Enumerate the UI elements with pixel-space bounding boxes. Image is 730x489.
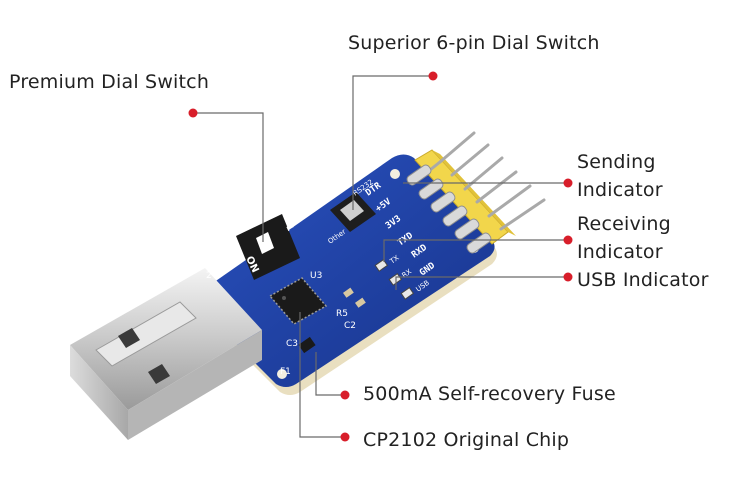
callout-dot-icon [340, 432, 350, 442]
premium-dial-switch: ON 1 [236, 214, 300, 280]
callout-receiving-indicator: Receiving Indicator [577, 213, 671, 263]
callout-dot-icon [340, 390, 350, 400]
mounting-hole-icon [390, 169, 400, 179]
leader-lines [193, 75, 568, 438]
led-tx [374, 258, 389, 272]
callout-chip: CP2102 Original Chip [363, 429, 570, 451]
callout-dot-icon [563, 235, 573, 245]
leader-fuse [315, 352, 345, 396]
callout-dot-icon [563, 178, 573, 188]
mounting-hole-icon [277, 369, 287, 379]
callout-dot-icon [563, 272, 573, 282]
leader-superior-switch [352, 75, 433, 210]
leader-chip [299, 312, 345, 438]
label-2: 2 [206, 271, 212, 281]
callout-dot-icon [188, 108, 198, 118]
usb-contact-slot [148, 364, 170, 384]
fuse-component [298, 336, 316, 354]
usb-connector [70, 268, 262, 440]
label-c2: C2 [344, 321, 356, 331]
cp2102-chip [268, 277, 328, 325]
label-u3: U3 [310, 271, 322, 281]
usb-contact-slot [118, 328, 140, 348]
label-f1: F1 [280, 367, 291, 377]
leader-premium-switch [193, 112, 264, 242]
callout-usb-indicator: USB Indicator [577, 269, 709, 291]
label-c3: C3 [286, 339, 298, 349]
callout-premium-dial-switch: Premium Dial Switch [9, 71, 210, 93]
callout-dot-icon [428, 71, 438, 81]
switch-number: 1 [283, 223, 295, 233]
leader-usb [395, 276, 568, 290]
callout-superior-dial-switch: Superior 6-pin Dial Switch [348, 32, 600, 54]
callout-dots [188, 71, 573, 442]
led-usb [400, 286, 415, 300]
callout-sending-indicator: Sending Indicator [577, 151, 663, 201]
label-r5: R5 [336, 309, 348, 319]
callout-fuse: 500mA Self-recovery Fuse [363, 383, 616, 405]
leader-receiving [383, 239, 568, 262]
pin-header [406, 131, 546, 254]
